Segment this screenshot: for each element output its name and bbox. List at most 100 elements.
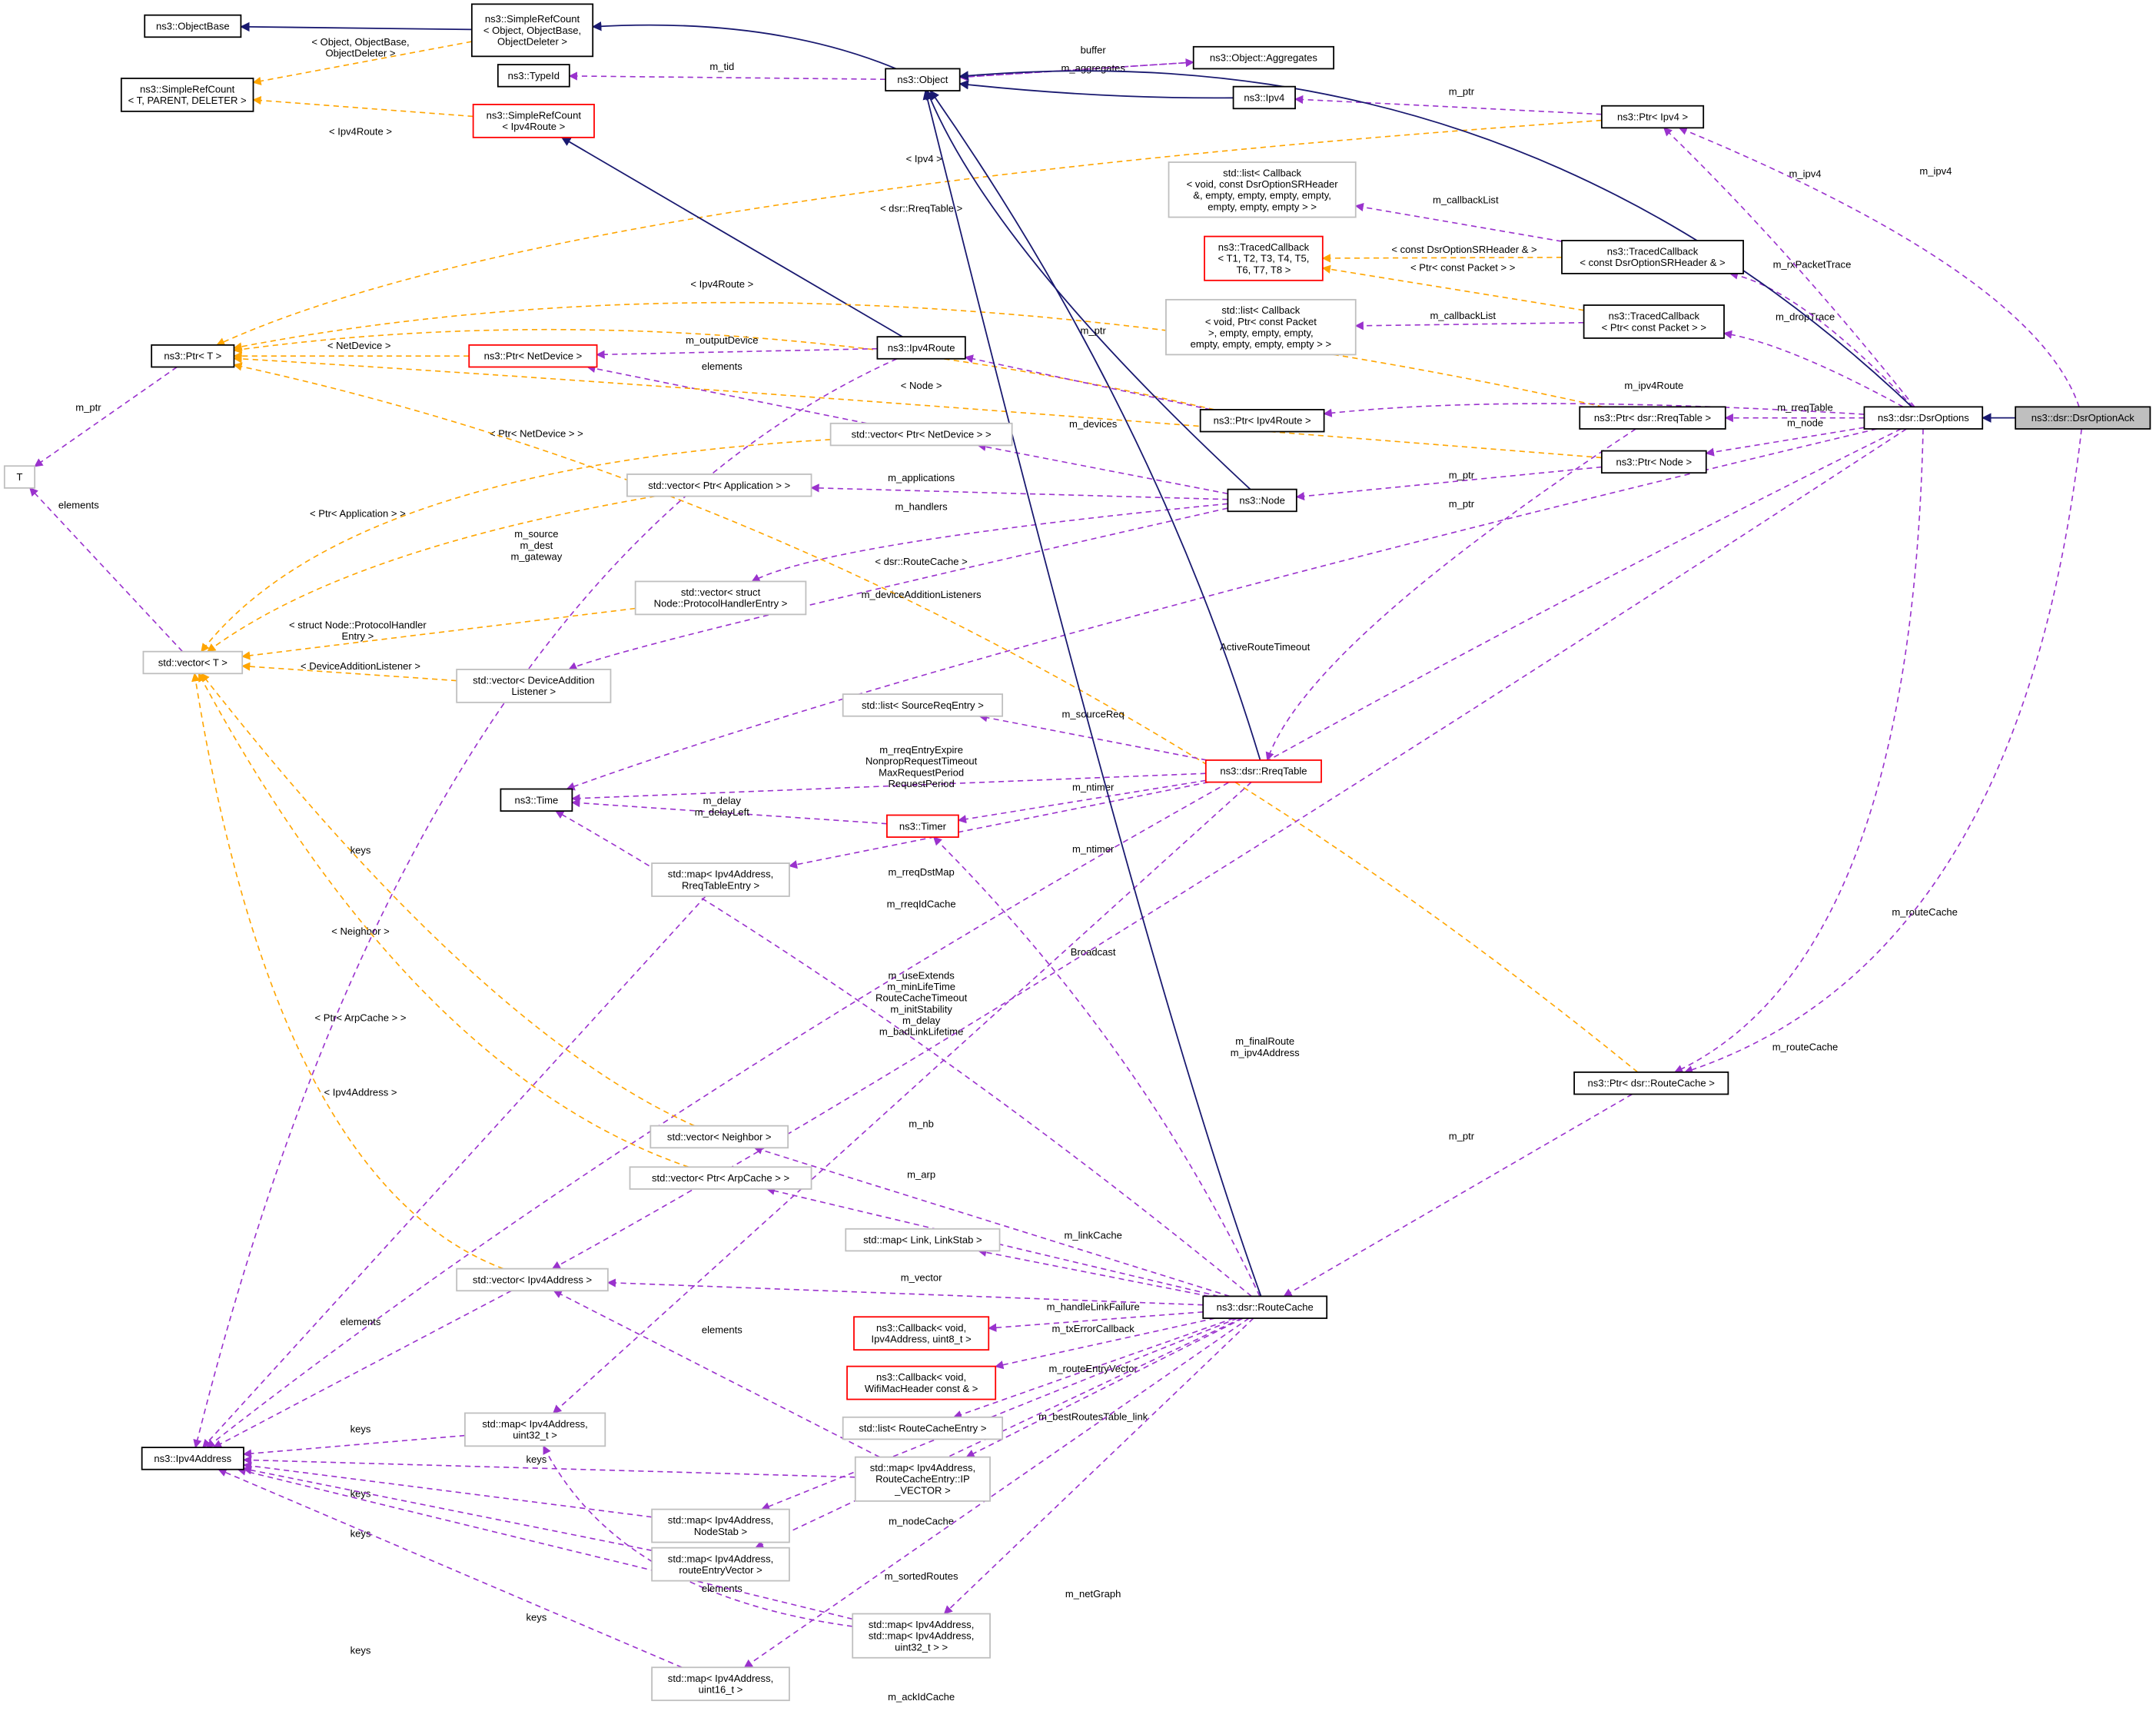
- class-node-tcpkt[interactable]: ns3::TracedCallback< Ptr< const Packet >…: [1583, 304, 1725, 339]
- class-name-line: ns3::Ptr< NetDevice >: [484, 351, 583, 362]
- class-node-dsroptionack[interactable]: ns3::dsr::DsrOptionAck: [2015, 406, 2151, 430]
- template-arrow: [233, 354, 1602, 459]
- edge-member-routecache-to-timer: m_ntimer: [932, 836, 1261, 1297]
- class-node-listcbsr[interactable]: std::list< Callback< void, const DsrOpti…: [1168, 161, 1357, 218]
- class-name-line: std::map< Ipv4Address,: [869, 1630, 974, 1642]
- class-name-line: < void, const DsrOptionSRHeader: [1187, 178, 1339, 190]
- class-node-ipv4route[interactable]: ns3::Ipv4Route: [876, 336, 966, 360]
- class-node-mapipvec[interactable]: std::map< Ipv4Address,RouteCacheEntry::I…: [854, 1456, 991, 1502]
- class-node-vecipv4addr[interactable]: std::vector< Ipv4Address >: [456, 1267, 609, 1292]
- edge-label-line: < Ptr< ArpCache > >: [315, 1012, 407, 1024]
- class-node-srcobject[interactable]: ns3::SimpleRefCount< Object, ObjectBase,…: [470, 3, 594, 58]
- member-arrow: [957, 779, 1206, 824]
- edge-label-line: < const DsrOptionSRHeader & >: [1391, 244, 1536, 255]
- class-node-time[interactable]: ns3::Time: [500, 788, 573, 812]
- edge-label-line: m_vector: [901, 1272, 942, 1284]
- class-node-srct[interactable]: ns3::SimpleRefCount< T, PARENT, DELETER …: [120, 78, 254, 112]
- class-node-vect[interactable]: std::vector< T >: [142, 650, 244, 675]
- edge-label-line: m_handlers: [895, 500, 948, 512]
- class-name: ns3::SimpleRefCount< Object, ObjectBase,…: [483, 13, 581, 47]
- class-node-rreqtable[interactable]: ns3::dsr::RreqTable: [1204, 759, 1322, 783]
- class-node-objectbase[interactable]: ns3::ObjectBase: [144, 14, 242, 38]
- class-node-listrce[interactable]: std::list< RouteCacheEntry >: [842, 1416, 1004, 1440]
- class-node-vecptrnetdevice[interactable]: std::vector< Ptr< NetDevice > >: [829, 422, 1013, 447]
- class-node-ipv4[interactable]: ns3::Ipv4: [1232, 85, 1296, 110]
- class-node-dsroptions[interactable]: ns3::dsr::DsrOptions: [1863, 406, 1984, 430]
- class-name-line: ns3::Ipv4: [1244, 91, 1284, 103]
- class-node-object[interactable]: ns3::Object: [885, 68, 961, 91]
- edge-label: m_txErrorCallback: [1052, 1323, 1135, 1334]
- edge-member-dsroptions-to-ptrnode: m_node: [1705, 417, 1865, 457]
- class-node-vecneighbor[interactable]: std::vector< Neighbor >: [649, 1125, 789, 1149]
- class-name-line: std::map< Ipv4Address,: [869, 1619, 974, 1630]
- class-node-routecache[interactable]: ns3::dsr::RouteCache: [1202, 1295, 1328, 1319]
- edge-member-routecache-to-cb1: m_handleLinkFailure: [988, 1301, 1204, 1332]
- class-box: [829, 422, 1013, 447]
- class-node-maprev[interactable]: std::map< Ipv4Address,routeEntryVector >: [651, 1547, 790, 1582]
- class-node-mapu32[interactable]: std::map< Ipv4Address,uint32_t >: [464, 1412, 606, 1447]
- class-name-line: Node::ProtocolHandlerEntry >: [654, 598, 788, 610]
- edge-label-line: m_ntimer: [1072, 781, 1115, 792]
- edge-label: m_callbackList: [1430, 310, 1496, 321]
- class-node-vecptrapp[interactable]: std::vector< Ptr< Application > >: [626, 473, 812, 497]
- class-name-line: _VECTOR >: [894, 1484, 951, 1496]
- class-node-listcbpkt[interactable]: std::list< Callback< void, Ptr< const Pa…: [1165, 298, 1357, 356]
- class-node-typeid[interactable]: ns3::TypeId: [497, 64, 570, 88]
- class-node-timer[interactable]: ns3::Timer: [886, 814, 959, 838]
- class-node-tcsr[interactable]: ns3::TracedCallback< const DsrOptionSRHe…: [1561, 240, 1744, 274]
- edge-label-line: m_devices: [1069, 418, 1118, 430]
- class-name: ns3::Ptr< T >: [164, 351, 221, 362]
- edge-label-line: buffer: [1081, 45, 1107, 56]
- class-node-cb1[interactable]: ns3::Callback< void,Ipv4Address, uint8_t…: [853, 1316, 990, 1351]
- class-node-t[interactable]: T: [3, 465, 36, 489]
- class-node-srcipv4route[interactable]: ns3::SimpleRefCount< Ipv4Route >: [472, 104, 595, 138]
- class-name-line: ns3::dsr::RreqTable: [1220, 766, 1307, 777]
- class-name-line: NodeStab >: [694, 1526, 747, 1537]
- class-node-ptrt[interactable]: ns3::Ptr< T >: [151, 344, 235, 368]
- class-name: std::list< Callback< void, const DsrOpti…: [1187, 167, 1339, 212]
- edge-label: m_vector: [901, 1272, 942, 1284]
- class-name-line: std::map< Ipv4Address,: [482, 1418, 587, 1430]
- class-node-cb2[interactable]: ns3::Callback< void,WifiMacHeader const …: [846, 1365, 997, 1400]
- class-node-tct[interactable]: ns3::TracedCallback< T1, T2, T3, T4, T5,…: [1204, 235, 1324, 281]
- edge-member-ipv4route-to-ptrnetdevice: m_outputDevice: [596, 334, 878, 359]
- class-node-ptripv4route[interactable]: ns3::Ptr< Ipv4Route >: [1199, 409, 1325, 433]
- class-node-ptrroutecache[interactable]: ns3::Ptr< dsr::RouteCache >: [1573, 1071, 1729, 1095]
- class-node-mapnodestab[interactable]: std::map< Ipv4Address,NodeStab >: [651, 1508, 790, 1543]
- member-arrow: [988, 1311, 1204, 1332]
- edge-label: < DeviceAdditionListener >: [301, 660, 420, 672]
- class-node-ptrnetdevice[interactable]: ns3::Ptr< NetDevice >: [468, 344, 598, 368]
- class-node-mapmap[interactable]: std::map< Ipv4Address,std::map< Ipv4Addr…: [852, 1613, 991, 1659]
- edge-member-vecptrnetdevice-to-ptrnetdevice: elements: [586, 360, 867, 424]
- class-node-ptrnode[interactable]: ns3::Ptr< Node >: [1600, 450, 1707, 474]
- edge-label-line: keys: [350, 845, 371, 856]
- class-node-maplink[interactable]: std::map< Link, LinkStab >: [845, 1228, 1001, 1252]
- edge-template-tcsr-to-tct: < const DsrOptionSRHeader & >: [1321, 244, 1562, 263]
- edge-member-ptrnode-to-node: m_ptr: [1295, 466, 1602, 501]
- class-node-mapu16[interactable]: std::map< Ipv4Address,uint16_t >: [651, 1666, 790, 1702]
- edge-member-routecache-to-maplink: m_linkCache: [978, 1229, 1210, 1297]
- class-node-ipv4address[interactable]: ns3::Ipv4Address: [141, 1447, 244, 1470]
- class-node-ptrrreqtable[interactable]: ns3::Ptr< dsr::RreqTable >: [1579, 406, 1726, 430]
- class-node-listsre[interactable]: std::list< SourceReqEntry >: [842, 693, 1004, 717]
- class-box: [500, 788, 573, 812]
- class-node-aggregates[interactable]: ns3::Object::Aggregates: [1192, 45, 1335, 70]
- edge-member-rreqtable-to-mapu32: m_rreqIdCache: [553, 781, 1252, 1414]
- class-name: ns3::Timer: [899, 820, 947, 832]
- edge-label: < dsr::RreqTable >: [880, 202, 962, 214]
- edge-label-line: < NetDevice >: [327, 340, 391, 351]
- edge-label-line: RequestPeriod: [888, 778, 954, 789]
- class-node-vecarp[interactable]: std::vector< Ptr< ArpCache > >: [629, 1166, 812, 1190]
- member-arrow: [553, 1290, 880, 1458]
- class-name-line: ns3::Ptr< Ipv4Route >: [1214, 415, 1311, 427]
- class-node-maprreqentry[interactable]: std::map< Ipv4Address,RreqTableEntry >: [651, 862, 790, 897]
- class-name-line: std::map< Link, LinkStab >: [863, 1234, 982, 1246]
- class-name: ns3::Ipv4Route: [888, 342, 955, 354]
- edge-member-rreqtable-to-timer: m_ntimer: [957, 779, 1206, 824]
- class-node-node[interactable]: ns3::Node: [1227, 488, 1297, 513]
- class-node-ptripv4[interactable]: ns3::Ptr< Ipv4 >: [1600, 105, 1705, 129]
- member-arrow: [952, 1317, 1234, 1419]
- edge-label-line: keys: [526, 1611, 546, 1623]
